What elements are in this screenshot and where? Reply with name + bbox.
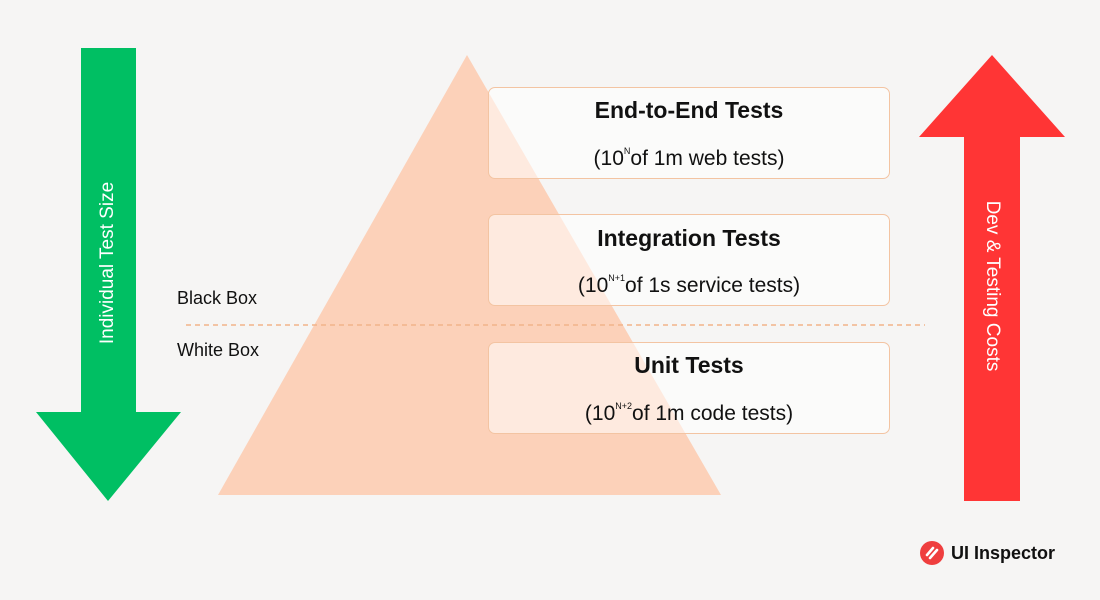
layer-title: End-to-End Tests — [594, 97, 784, 123]
layer-description: (10N+1of 1s service tests) — [489, 273, 889, 298]
desc-prefix: (10 — [593, 147, 624, 170]
desc-exponent: N+1 — [608, 273, 626, 283]
layer-title: Integration Tests — [597, 225, 781, 251]
layer-description: (10Nof 1m web tests) — [489, 146, 889, 171]
black-box-label: Black Box — [177, 288, 258, 308]
desc-exponent: N+2 — [615, 401, 633, 411]
down-arrow-icon — [36, 48, 181, 501]
up-arrow-icon — [919, 55, 1065, 501]
desc-suffix: of 1m code tests) — [632, 402, 794, 425]
desc-exponent: N — [623, 146, 631, 156]
desc-suffix: of 1m web tests) — [630, 147, 785, 170]
brand-logo: UI Inspector — [920, 540, 1055, 566]
end-to-end-tests-box: End-to-End Tests (10Nof 1m web tests) — [488, 87, 890, 179]
desc-prefix: (10 — [584, 402, 616, 425]
desc-suffix: of 1s service tests) — [625, 274, 801, 297]
slash-logo-icon — [920, 541, 944, 565]
brand-name: UI Inspector — [951, 542, 1056, 563]
desc-prefix: (10 — [577, 274, 609, 297]
integration-tests-box: Integration Tests (10N+1of 1s service te… — [488, 214, 890, 306]
white-box-label: White Box — [177, 340, 260, 360]
layer-description: (10N+2of 1m code tests) — [489, 401, 889, 426]
layer-title: Unit Tests — [634, 352, 744, 378]
dev-testing-costs-label: Dev & Testing Costs — [982, 200, 1003, 372]
unit-tests-box: Unit Tests (10N+2of 1m code tests) — [488, 342, 890, 434]
individual-test-size-label: Individual Test Size — [97, 181, 118, 345]
